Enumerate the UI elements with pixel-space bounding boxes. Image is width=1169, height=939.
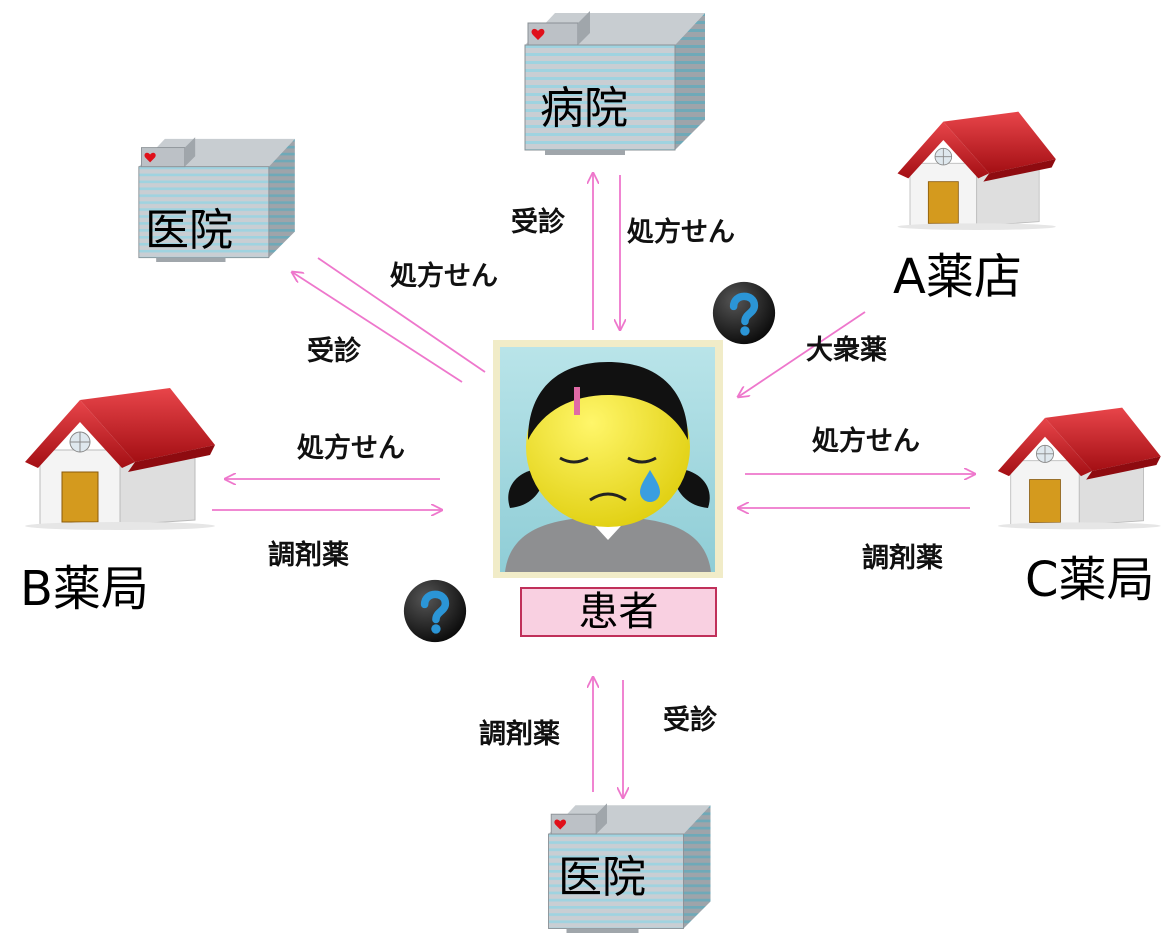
edge-label-bottom-consult: 受診 bbox=[663, 705, 717, 736]
house-icon bbox=[897, 111, 1057, 231]
connector-arrows bbox=[212, 173, 975, 798]
house-icon bbox=[997, 407, 1162, 530]
arrow-prescription-from-clinic-left bbox=[317, 257, 486, 373]
edge-label-left-consult: 受診 bbox=[307, 336, 361, 367]
edge-label-b-medicine: 調剤薬 bbox=[268, 540, 349, 571]
clinic-bottom: 医院 bbox=[548, 802, 711, 933]
clinic-left: 医院 bbox=[138, 136, 296, 262]
edge-label-c-prescription: 処方せん bbox=[812, 426, 920, 457]
clinic-left-label: 医院 bbox=[145, 205, 233, 256]
edge-label-b-prescription: 処方せん bbox=[297, 433, 405, 464]
patient-label: 患者 bbox=[520, 587, 717, 637]
edge-label-top-consult: 受診 bbox=[511, 207, 565, 238]
pharmacy-c-label: C薬局 bbox=[1025, 552, 1155, 608]
crying-girl-icon bbox=[493, 340, 723, 578]
question-mark-icon bbox=[404, 580, 466, 642]
edge-label-bottom-medicine: 調剤薬 bbox=[479, 719, 560, 750]
edge-label-left-prescription: 処方せん bbox=[390, 261, 498, 292]
arrow-consult-to-clinic-left bbox=[292, 272, 463, 383]
drugstore-a-label: A薬店 bbox=[893, 249, 1022, 305]
edge-label-top-prescription: 処方せん bbox=[627, 217, 735, 248]
house-icon bbox=[24, 387, 216, 530]
edge-label-a-otc: 大衆薬 bbox=[806, 335, 887, 366]
question-mark-icon bbox=[713, 282, 775, 344]
hospital-label: 病院 bbox=[540, 83, 628, 134]
pharmacy-b-label: B薬局 bbox=[20, 561, 149, 617]
clinic-bottom-label: 医院 bbox=[558, 852, 646, 903]
hospital-top: 病院 bbox=[524, 10, 706, 155]
arrow-otc-from-a bbox=[738, 311, 866, 397]
edge-label-c-medicine: 調剤薬 bbox=[862, 543, 943, 574]
